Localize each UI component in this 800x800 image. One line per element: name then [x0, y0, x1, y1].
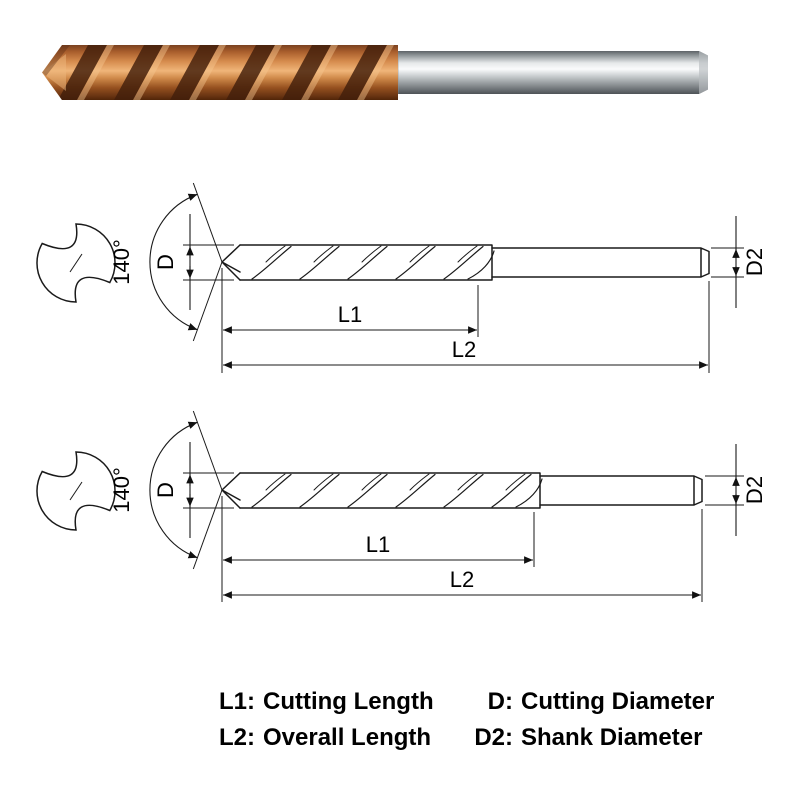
drill-profile — [221, 472, 703, 509]
dimension-d2: D2 — [711, 216, 767, 308]
l2-label: L2 — [450, 567, 474, 592]
point-angle-label: 140° — [109, 467, 134, 513]
drill-photo-shank — [397, 51, 708, 94]
legend-label-cutting-diameter: Cutting Diameter — [521, 688, 715, 715]
legend-key-l1: L1: — [219, 688, 255, 715]
drill-profile — [221, 244, 710, 281]
legend: L1: Cutting Length D: Cutting Diameter L… — [205, 684, 785, 756]
technical-drawing-1: 140° D D2 L1 L2 — [36, 182, 767, 373]
flute-lines — [251, 473, 543, 508]
d-label: D — [153, 254, 178, 270]
drill-tip-facet — [42, 54, 66, 91]
flute-highlights — [77, 45, 394, 100]
end-view — [36, 223, 116, 303]
legend-label-overall-length: Overall Length — [263, 724, 432, 751]
dimension-d: D — [153, 214, 234, 310]
flute-grooves — [58, 45, 387, 100]
d-label: D — [153, 482, 178, 498]
legend-key-d: D: — [487, 688, 513, 715]
dimension-l1: L1 — [221, 496, 535, 602]
dimension-point-angle: 140° — [109, 410, 223, 570]
drill-photo — [42, 45, 708, 100]
dimension-point-angle: 140° — [109, 182, 223, 342]
dimension-d: D — [153, 442, 234, 538]
dimension-l1: L1 — [221, 268, 479, 373]
d2-label: D2 — [742, 248, 767, 276]
flute-lines — [251, 245, 495, 280]
dimension-l2: L2 — [223, 509, 703, 602]
dimension-d2: D2 — [705, 444, 767, 536]
drill-photo-flutes — [42, 45, 398, 100]
legend-key-l2: L2: — [219, 724, 255, 751]
technical-drawing-2: 140° D D2 L1 L2 — [36, 410, 767, 602]
l1-label: L1 — [338, 302, 362, 327]
d2-label: D2 — [742, 476, 767, 504]
legend-label-shank-diameter: Shank Diameter — [521, 724, 703, 751]
legend-key-d2: D2: — [474, 724, 513, 751]
legend-label-cutting-length: Cutting Length — [263, 688, 434, 715]
l1-label: L1 — [366, 532, 390, 557]
dimension-l2: L2 — [223, 281, 710, 373]
point-angle-label: 140° — [109, 239, 134, 285]
l2-label: L2 — [452, 337, 476, 362]
end-view — [36, 451, 116, 531]
drill-tip-shade — [42, 45, 70, 76]
